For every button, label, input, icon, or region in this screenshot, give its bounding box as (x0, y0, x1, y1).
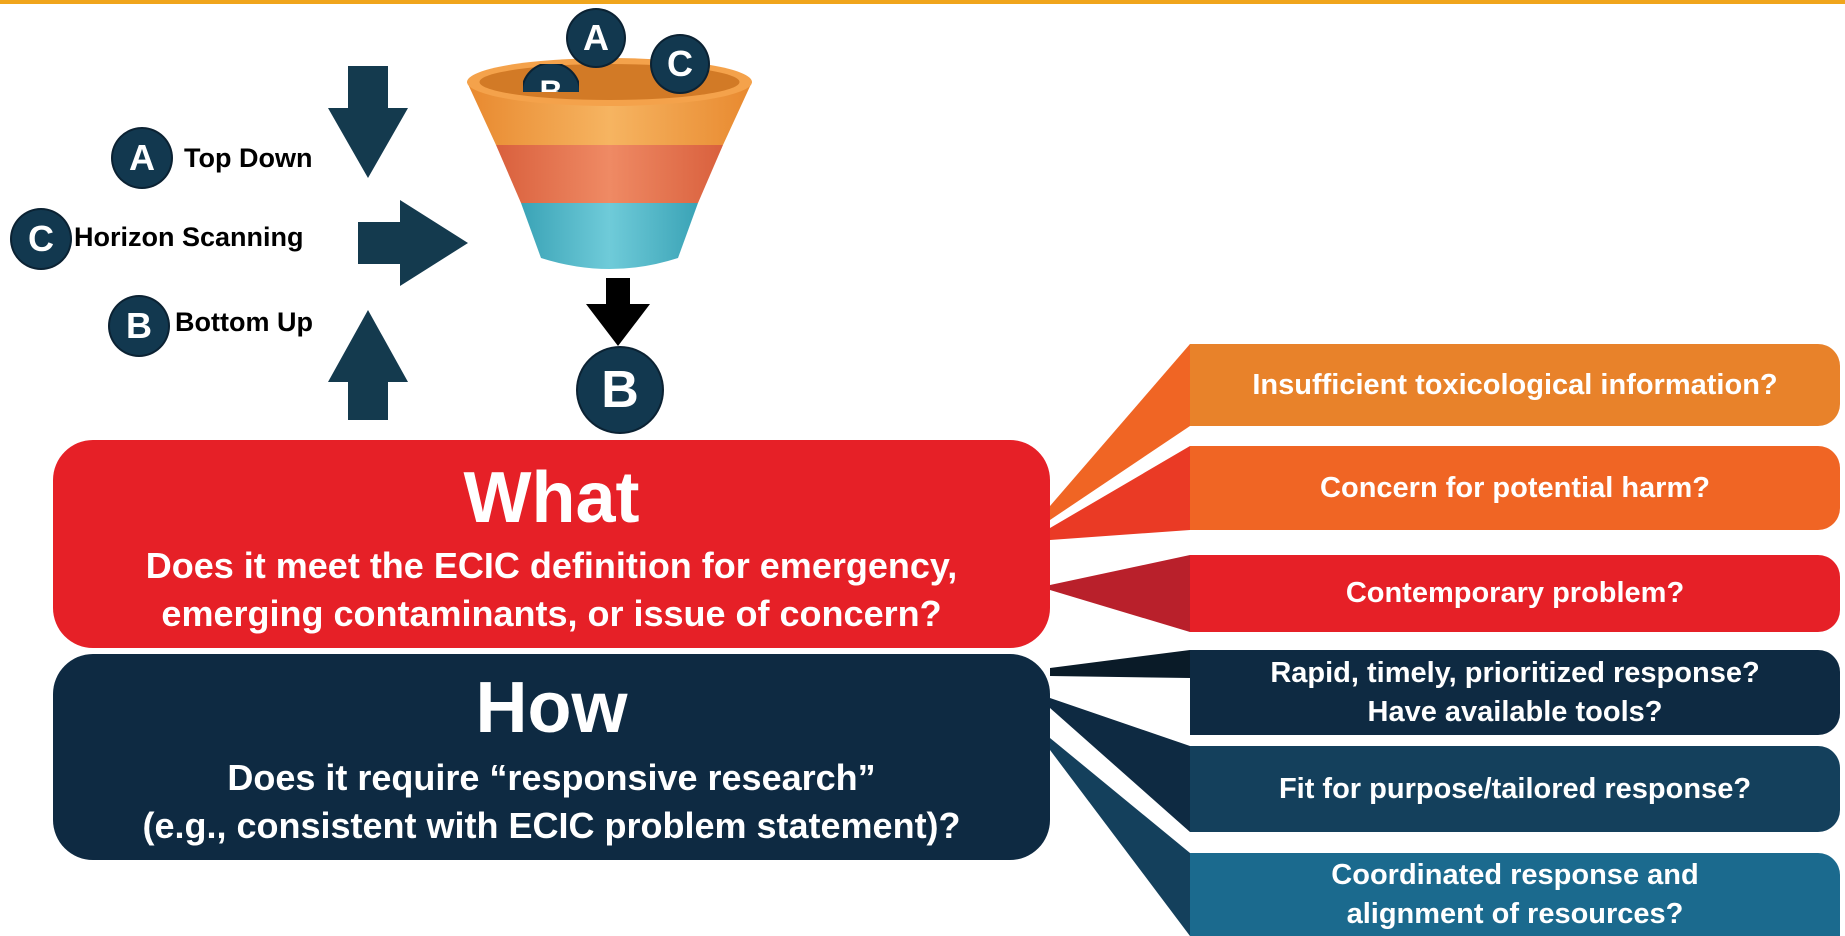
criterion-text-line1: Coordinated response and (1331, 858, 1699, 891)
horizon-scanning-label: Horizon Scanning (74, 222, 304, 252)
down-arrow-icon (328, 66, 408, 178)
up-arrow-icon (328, 310, 408, 420)
criterion-text: Insufficient toxicological information? (1252, 368, 1778, 401)
funnel-output-arrow-icon (586, 278, 650, 346)
connector-wedge (1050, 344, 1190, 520)
top-accent-bar (0, 0, 1845, 4)
bottom-up-label: Bottom Up (175, 307, 313, 337)
how-box: How Does it require “responsive research… (53, 654, 1050, 860)
criterion-text-line1: Rapid, timely, prioritized response? (1270, 656, 1760, 689)
horizon-scanning-badge: C (12, 210, 70, 268)
criterion-text-line2: alignment of resources? (1346, 897, 1684, 930)
output-circle-b: B (578, 348, 662, 432)
criterion-text-line2: Have available tools? (1367, 695, 1663, 728)
bottom-up-badge: B (110, 297, 168, 355)
top-down-label: Top Down (184, 143, 313, 173)
criterion-coordinated-response: Coordinated response and alignment of re… (1190, 853, 1840, 936)
connector-wedge (1050, 446, 1190, 540)
funnel-ball-c: C (652, 36, 708, 92)
right-arrow-icon (358, 200, 468, 286)
criterion-fit-for-purpose: Fit for purpose/tailored response? (1190, 746, 1840, 832)
how-text-line1: Does it require “responsive research” (227, 757, 876, 798)
how-text-line2: (e.g., consistent with ECIC problem stat… (142, 805, 961, 846)
connector-wedge (1050, 650, 1190, 678)
criterion-text: Fit for purpose/tailored response? (1278, 772, 1752, 805)
connector-wedge (1050, 698, 1190, 832)
what-box: What Does it meet the ECIC definition fo… (53, 440, 1050, 648)
criterion-rapid-response: Rapid, timely, prioritized response? Hav… (1190, 650, 1840, 735)
criterion-contemporary-problem: Contemporary problem? (1190, 555, 1840, 632)
criterion-potential-harm: Concern for potential harm? (1190, 446, 1840, 530)
what-text-line2: emerging contaminants, or issue of conce… (161, 593, 942, 634)
criterion-text: Concern for potential harm? (1320, 471, 1710, 504)
funnel-ball-a: A (568, 10, 624, 66)
criterion-text: Contemporary problem? (1345, 577, 1685, 609)
connector-wedge (1050, 555, 1190, 632)
connector-wedge (1050, 738, 1190, 936)
criterion-toxicological-info: Insufficient toxicological information? (1190, 344, 1840, 426)
what-title: What (463, 458, 640, 538)
what-text-line1: Does it meet the ECIC definition for eme… (145, 545, 958, 586)
top-down-badge: A (113, 129, 171, 187)
how-title: How (475, 668, 628, 748)
